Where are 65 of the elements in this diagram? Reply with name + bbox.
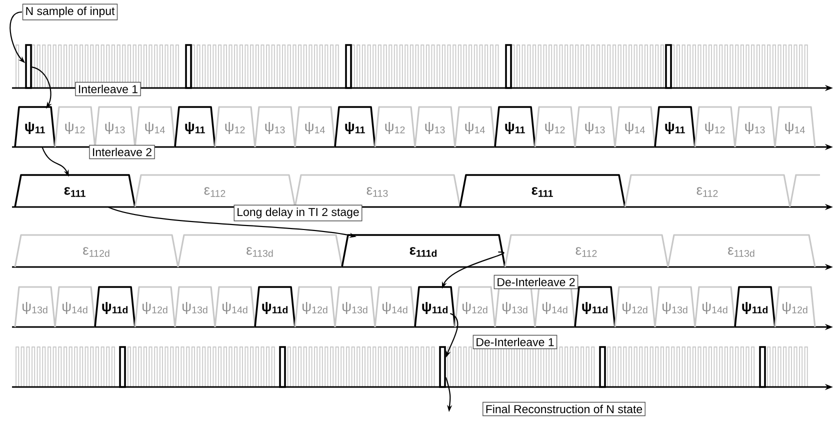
pulse-bar <box>599 346 606 388</box>
signal-segment: ψ$_{13d}$ <box>654 286 696 328</box>
signal-segment: ε$_{111}$ <box>14 174 136 208</box>
signal-segment: ψ$_{14d}$ <box>54 286 96 328</box>
signal-segment: ψ$_{11}$ <box>174 106 216 148</box>
signal-segment: ε$_{112}$ <box>504 234 669 268</box>
signal-segment: ψ$_{12}$ <box>534 106 576 148</box>
signal-segment: ψ$_{14}$ <box>134 106 176 148</box>
pulse-bar <box>505 44 512 89</box>
signal-segment: ψ$_{11}$ <box>654 106 696 148</box>
signal-segment: ψ$_{14}$ <box>614 106 656 148</box>
edge-label: Long delay in TI 2 stage <box>234 204 362 222</box>
signal-segment: ψ$_{13}$ <box>94 106 136 148</box>
signal-segment: ψ$_{14d}$ <box>694 286 736 328</box>
signal-segment: ε$_{111}$ <box>459 174 626 208</box>
pulse-bar <box>119 346 126 388</box>
signal-segment: ε$_{112}$ <box>624 174 791 208</box>
pulse-bar <box>665 44 672 89</box>
signal-segment: ψ$_{14d}$ <box>214 286 256 328</box>
signal-segment: ψ$_{13d}$ <box>174 286 216 328</box>
signal-segment: ψ$_{12}$ <box>694 106 736 148</box>
signal-segment: ψ$_{12d}$ <box>454 286 496 328</box>
signal-segment: ψ$_{14d}$ <box>374 286 416 328</box>
signal-segment: ε$_{111d}$ <box>341 234 506 268</box>
signal-segment: ψ$_{11}$ <box>494 106 536 148</box>
edge-label: De-Interleave 2 <box>494 274 578 290</box>
signal-segment: ψ$_{14}$ <box>294 106 336 148</box>
pulse-bar <box>25 44 32 89</box>
edge-label: Interleave 2 <box>89 144 155 160</box>
signal-segment: ψ$_{13}$ <box>414 106 456 148</box>
signal-segment: ψ$_{11d}$ <box>414 286 456 328</box>
signal-segment: ψ$_{13d}$ <box>334 286 376 328</box>
edge-label: Interleave 1 <box>75 82 141 96</box>
edge-label: N sample of input <box>22 4 118 20</box>
pulse-bar <box>759 346 766 388</box>
signal-segment: ε$_{112}$ <box>134 174 296 208</box>
signal-segment: ψ$_{13d}$ <box>14 286 56 328</box>
signal-segment: ψ$_{12}$ <box>214 106 256 148</box>
signal-segment: ψ$_{11}$ <box>14 106 56 148</box>
signal-segment: ψ$_{11d}$ <box>254 286 296 328</box>
signal-segment: ψ$_{13}$ <box>734 106 776 148</box>
signal-segment: ψ$_{13}$ <box>254 106 296 148</box>
signal-segment: ψ$_{12d}$ <box>774 286 816 328</box>
signal-segment: ψ$_{11}$ <box>334 106 376 148</box>
signal-segment: ε$_{113}$ <box>294 174 461 208</box>
signal-segment: ψ$_{12}$ <box>374 106 416 148</box>
signal-segment: ψ$_{14}$ <box>454 106 496 148</box>
edge-label: De-Interleave 1 <box>472 334 558 350</box>
signal-segment: ε$_{112d}$ <box>14 234 179 268</box>
signal-segment: ε$_{113d}$ <box>177 234 343 268</box>
signal-segment: ψ$_{11d}$ <box>94 286 136 328</box>
pulse-bar <box>345 44 352 89</box>
signal-segment: ψ$_{14}$ <box>774 106 816 148</box>
edge-label: Final Reconstruction of N state <box>482 402 646 416</box>
pulse-bar <box>279 346 286 388</box>
signal-segment: ε$_{113d}$ <box>667 234 816 268</box>
pulse-bar <box>185 44 192 89</box>
signal-segment: ψ$_{12}$ <box>54 106 96 148</box>
signal-segment: ψ$_{12d}$ <box>294 286 336 328</box>
signal-segment: ψ$_{11d}$ <box>574 286 616 328</box>
signal-segment: ψ$_{12d}$ <box>614 286 656 328</box>
signal-segment: ψ$_{13}$ <box>574 106 616 148</box>
pulse-bar <box>439 346 446 388</box>
signal-segment: ψ$_{11d}$ <box>734 286 776 328</box>
signal-segment: ψ$_{12d}$ <box>134 286 176 328</box>
